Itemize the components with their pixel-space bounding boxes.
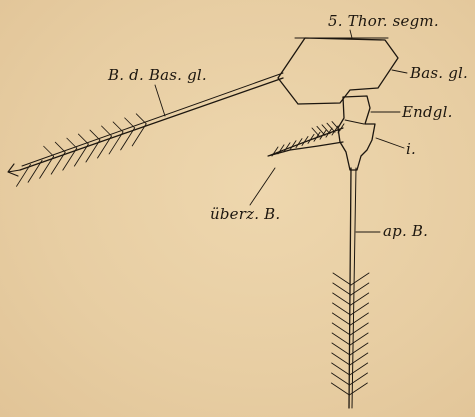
leader-inner bbox=[376, 138, 404, 148]
basal-barb-upper bbox=[90, 130, 100, 140]
basal-barb-upper bbox=[136, 114, 146, 124]
covered-hatch-line-upper bbox=[327, 123, 335, 132]
apical-barb-left bbox=[333, 293, 351, 305]
basal-bristle-tip bbox=[8, 164, 20, 176]
apical-barb-left bbox=[332, 373, 350, 385]
apical-barb-left bbox=[332, 363, 350, 375]
endopod-inner-line bbox=[345, 120, 364, 124]
leader-basal-segment bbox=[392, 70, 407, 73]
label-covered-bristle: überz. B. bbox=[210, 205, 280, 223]
apical-barb-left bbox=[332, 353, 350, 365]
apical-barb-left bbox=[333, 303, 351, 315]
apical-bristle-shaft bbox=[349, 168, 351, 408]
leader-thoracic-segment bbox=[350, 30, 352, 38]
basal-barb-upper bbox=[44, 146, 54, 156]
apical-barb-left bbox=[332, 333, 350, 345]
apical-barb-left bbox=[332, 343, 350, 355]
label-thoracic-segment: 5. Thor. segm. bbox=[328, 12, 439, 30]
label-endopod: Endgl. bbox=[402, 103, 453, 121]
label-basal-bristle: B. d. Bas. gl. bbox=[108, 66, 207, 84]
leader-basal-bristle bbox=[155, 85, 165, 116]
basal-barb-upper bbox=[113, 122, 123, 132]
apical-barb-left bbox=[332, 313, 350, 325]
label-basal-segment: Bas. gl. bbox=[410, 64, 468, 82]
label-apical-bristle: ap. B. bbox=[383, 222, 428, 240]
basal-barb-upper bbox=[55, 142, 65, 152]
basal-bristle-shaft bbox=[20, 78, 283, 170]
label-inner: i. bbox=[406, 140, 416, 158]
basal-bristle-shaft-2 bbox=[22, 73, 283, 166]
leader-covered-bristle bbox=[250, 168, 275, 205]
basal-barb-upper bbox=[78, 134, 88, 144]
basal-segment-outline bbox=[278, 38, 398, 104]
basal-barb-lower bbox=[40, 156, 54, 178]
apical-barb-left bbox=[333, 283, 351, 295]
basal-barb-upper bbox=[67, 138, 77, 148]
covered-hatch-line-upper bbox=[317, 126, 325, 135]
basal-bristle-barbs bbox=[17, 114, 147, 186]
basal-barb-upper bbox=[125, 118, 135, 128]
endopod-outline bbox=[338, 96, 375, 170]
covered-hatch-line-upper bbox=[322, 125, 330, 134]
basal-barb-lower bbox=[17, 164, 31, 186]
basal-barb-upper bbox=[102, 126, 112, 136]
apical-barb-left bbox=[332, 323, 350, 335]
apical-barb-left bbox=[333, 273, 351, 285]
apical-barb-left bbox=[331, 383, 349, 395]
